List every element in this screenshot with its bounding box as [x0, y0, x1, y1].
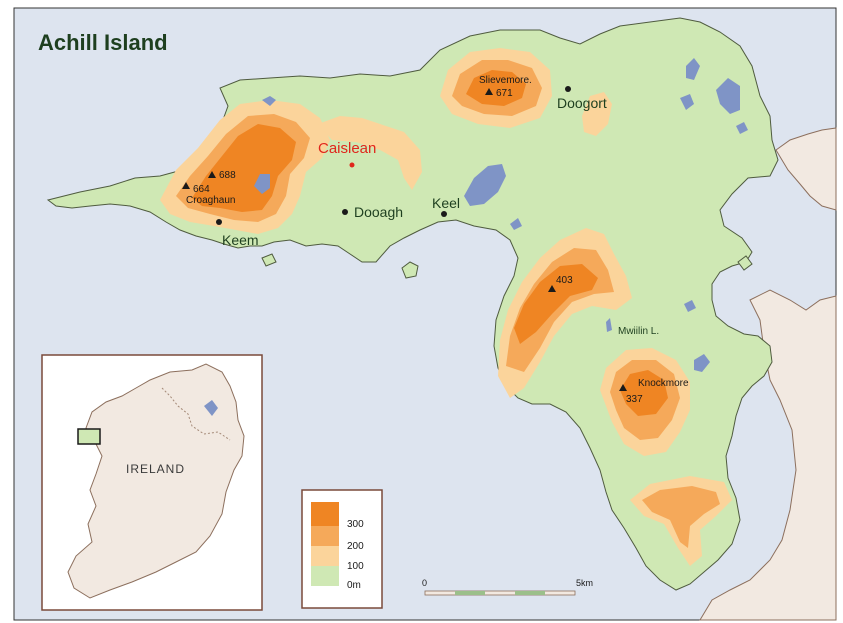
- lake-doogort-1: [686, 58, 700, 80]
- ireland-inset: IRELAND: [41, 354, 263, 611]
- croaghaun-peak-icon-688: [208, 171, 216, 178]
- elevation-legend: 300 200 100 0m: [301, 489, 383, 609]
- scale-bar: 0 5km: [422, 578, 593, 596]
- knockmore-height: 337: [626, 394, 643, 405]
- islet-east: [737, 255, 753, 271]
- lake-mwiilin: [606, 318, 612, 332]
- elevation-300-minaun: [514, 264, 598, 344]
- legend-swatch-100: [311, 546, 339, 566]
- legend-swatch-200: [311, 526, 339, 546]
- mainland-east: [699, 289, 837, 621]
- scale-bar-track: [424, 590, 576, 596]
- lake-east: [736, 122, 748, 134]
- doogort-marker: [565, 86, 571, 92]
- doogort-label: Doogort: [557, 95, 607, 111]
- lake-doogort-2: [680, 94, 694, 110]
- dooagh-label: Dooagh: [354, 204, 403, 220]
- dooagh-marker: [342, 209, 348, 215]
- keel-marker: [441, 211, 447, 217]
- lake-north: [262, 96, 276, 106]
- scale-label-start: 0: [422, 578, 427, 588]
- slievemore-name: Slievemore.: [479, 75, 532, 86]
- slievemore-height: 671: [496, 88, 513, 99]
- legend-label-0: 0m: [347, 580, 361, 591]
- elevation-300-slievemore: [466, 70, 526, 106]
- knockmore-peak-icon: [619, 384, 627, 391]
- lake-keel-small: [510, 218, 522, 230]
- legend-swatch-0: [311, 566, 339, 586]
- legend-label-300: 300: [347, 519, 364, 530]
- caislean-marker: [349, 162, 355, 168]
- achill-locator-box: [77, 428, 101, 445]
- northern-ireland-border: [161, 387, 231, 441]
- croaghaun-peak-icon-664: [182, 182, 190, 189]
- lake-knockmore: [694, 354, 710, 372]
- lake-doogort-3: [716, 78, 740, 114]
- lake-southeast: [684, 300, 696, 312]
- scale-label-end: 5km: [576, 578, 593, 588]
- map-title: Achill Island: [38, 30, 168, 55]
- knockmore-name: Knockmore: [638, 378, 689, 389]
- croaghaun-height-664: 664: [193, 184, 210, 195]
- elevation-300-knockmore: [620, 370, 668, 416]
- croaghaun-name: Croaghaun: [186, 195, 235, 206]
- scale-bar-segment-2: [515, 591, 545, 595]
- scale-bar-segment-1: [455, 591, 485, 595]
- islet-south: [261, 253, 277, 267]
- mainland-northeast: [775, 127, 837, 211]
- inset-ireland-label: IRELAND: [126, 462, 185, 476]
- mwiilin-label: Mwiilin L.: [618, 326, 659, 337]
- elevation-100-caislean-ridge: [318, 116, 422, 190]
- elevation-200-south: [642, 486, 720, 548]
- lake-keel: [464, 164, 506, 206]
- caislean-label: Caislean: [318, 140, 376, 157]
- lough-neagh: [204, 400, 218, 416]
- keem-marker: [216, 219, 222, 225]
- minaun-height: 403: [556, 275, 573, 286]
- lake-croaghaun: [254, 174, 270, 194]
- legend-label-200: 200: [347, 541, 364, 552]
- keem-label: Keem: [222, 232, 259, 248]
- legend-label-100: 100: [347, 561, 364, 572]
- keel-label: Keel: [432, 195, 460, 211]
- slievemore-peak-icon: [485, 88, 493, 95]
- minaun-peak-icon: [548, 285, 556, 292]
- croaghaun-height-688: 688: [219, 170, 236, 181]
- elevation-100-doogort-hill: [582, 92, 612, 136]
- legend-swatch-300: [311, 502, 339, 526]
- elevation-300-croaghaun: [192, 124, 296, 212]
- islet-southwest: [401, 261, 419, 279]
